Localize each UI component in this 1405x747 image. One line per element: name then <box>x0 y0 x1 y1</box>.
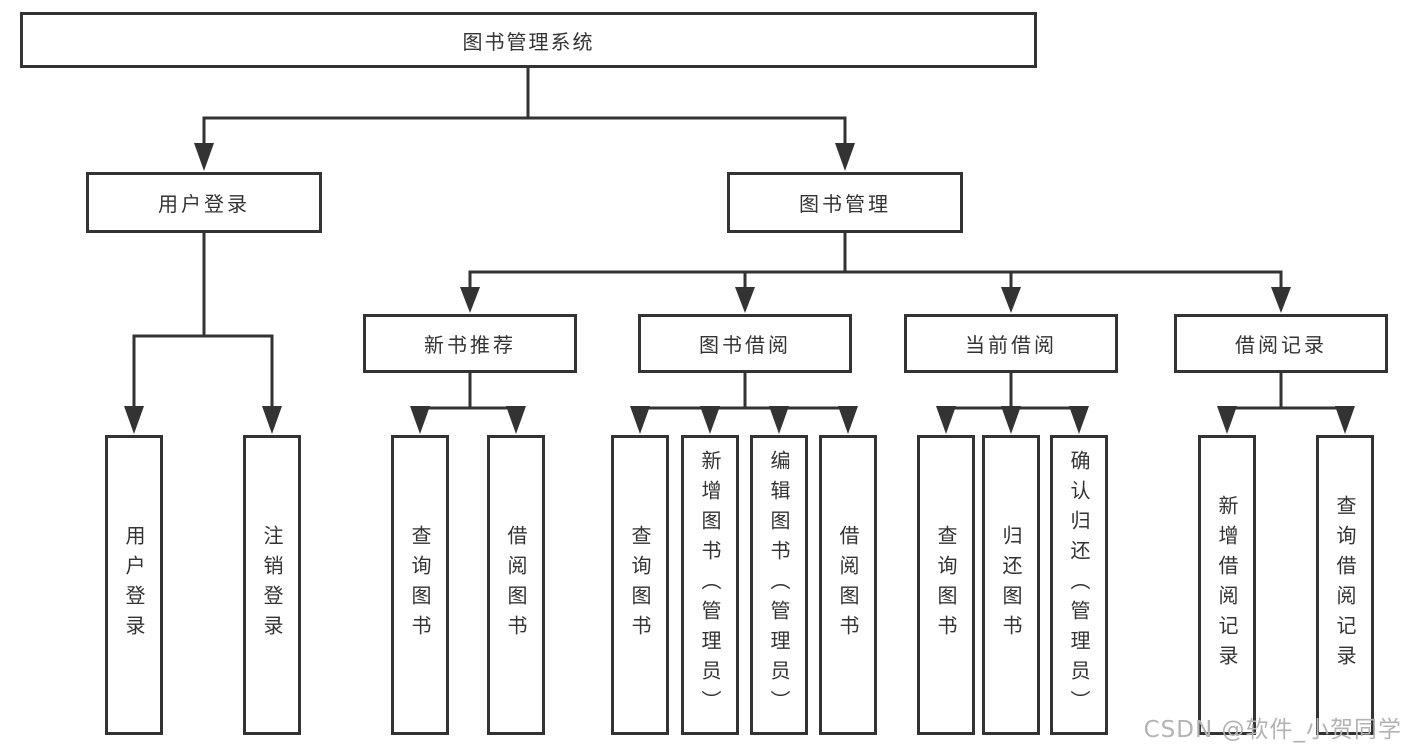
watermark: CSDN @软件_小贺同学 <box>1143 717 1402 743</box>
connector-borrowing <box>638 373 850 410</box>
node-library-management-system: 图书管理系统 <box>20 12 1037 68</box>
connector-records <box>1225 373 1347 410</box>
connector-new-book <box>418 373 518 410</box>
node-label: 图书借阅 <box>699 333 791 357</box>
leaf-add-books-admin: 新增图书（管理员） <box>681 435 739 735</box>
leaf-label: 查询图书 <box>408 525 432 645</box>
connector-root <box>202 68 847 146</box>
node-label: 用户登录 <box>158 192 250 216</box>
leaf-query-books: 查询图书 <box>391 435 449 735</box>
node-label: 新书推荐 <box>424 333 516 357</box>
leaf-logout: 注销登录 <box>243 435 301 735</box>
leaf-label: 借阅图书 <box>504 525 528 645</box>
leaf-add-borrow-record: 新增借阅记录 <box>1198 435 1256 735</box>
leaf-edit-books-admin: 编辑图书（管理员） <box>750 435 808 735</box>
leaf-query-books: 查询图书 <box>917 435 975 735</box>
leaf-label: 新增借阅记录 <box>1215 495 1239 675</box>
leaf-label: 新增图书（管理员） <box>698 450 722 720</box>
node-label: 当前借阅 <box>965 333 1057 357</box>
node-current-borrowing: 当前借阅 <box>904 314 1118 373</box>
leaf-label: 查询借阅记录 <box>1333 495 1357 675</box>
node-label: 图书管理 <box>799 192 891 216</box>
node-new-book-recommendation: 新书推荐 <box>363 314 577 373</box>
leaf-label: 借阅图书 <box>836 525 860 645</box>
node-book-borrowing: 图书借阅 <box>638 314 852 373</box>
leaf-label: 查询图书 <box>628 525 652 645</box>
leaf-label: 查询图书 <box>934 525 958 645</box>
node-borrowing-records: 借阅记录 <box>1174 314 1388 373</box>
node-book-management: 图书管理 <box>727 172 963 233</box>
leaf-label: 确认归还（管理员） <box>1067 450 1091 720</box>
leaf-query-books: 查询图书 <box>611 435 669 735</box>
leaf-label: 用户登录 <box>122 525 146 645</box>
leaf-label: 编辑图书（管理员） <box>767 450 791 720</box>
node-label: 借阅记录 <box>1235 333 1327 357</box>
arrowheads <box>124 143 1355 434</box>
leaf-user-login: 用户登录 <box>105 435 163 735</box>
connector-user-login <box>132 233 274 408</box>
leaf-label: 注销登录 <box>260 525 284 645</box>
node-label: 图书管理系统 <box>462 29 595 54</box>
leaf-return-books: 归还图书 <box>982 435 1040 735</box>
leaf-borrow-books: 借阅图书 <box>487 435 545 735</box>
leaf-borrow-books: 借阅图书 <box>819 435 877 735</box>
connector-book-management <box>468 233 1283 290</box>
leaf-label: 归还图书 <box>999 525 1023 645</box>
leaf-confirm-return-admin: 确认归还（管理员） <box>1050 435 1108 735</box>
leaf-query-borrow-record: 查询借阅记录 <box>1316 435 1374 735</box>
connector-current <box>944 373 1081 410</box>
node-user-login: 用户登录 <box>86 172 322 233</box>
